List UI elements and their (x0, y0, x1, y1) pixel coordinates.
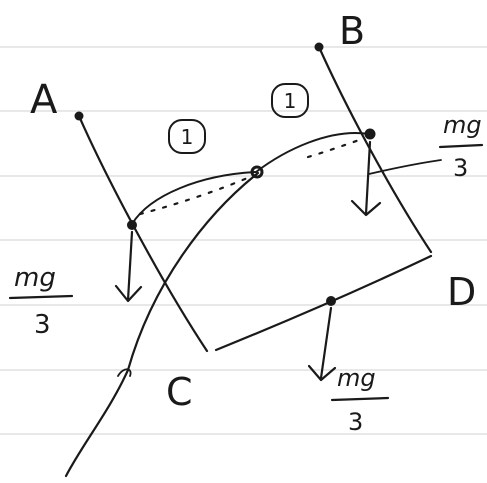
length-label-left: 1 (168, 119, 206, 154)
rod-c-d (214, 254, 433, 352)
string-arc-right (255, 132, 370, 173)
force-numerator: mg (14, 263, 56, 293)
point-label-c: C (166, 370, 193, 414)
force-arrow-left (114, 230, 143, 303)
joint-left (127, 220, 137, 230)
force-denominator: 3 (34, 310, 51, 340)
point-label-b: B (339, 9, 365, 53)
point-label-a: A (30, 77, 58, 123)
joint-middle (250, 165, 264, 179)
label-leader (368, 159, 442, 175)
end-point-a (74, 111, 84, 121)
label-circle (168, 119, 206, 154)
force-denominator: 3 (453, 154, 468, 182)
label-text: 1 (284, 89, 297, 113)
rod-b-d (317, 45, 433, 254)
arrow-head (350, 199, 382, 217)
rod-a-c (77, 114, 209, 353)
force-numerator: mg (443, 111, 482, 139)
point-label-d: D (447, 270, 476, 314)
label-circle (271, 83, 309, 118)
label-text: 1 (181, 125, 194, 149)
arrow-shaft (126, 230, 134, 302)
force-label-bottom: mg 3 (330, 364, 390, 436)
dotted-chord-right (306, 137, 364, 159)
string-arc-left (131, 171, 257, 225)
arrow-shaft (364, 140, 372, 216)
length-label-right: 1 (271, 83, 309, 118)
fraction-bar (8, 294, 74, 300)
force-arrow-bottom (307, 306, 337, 382)
dotted-chord-left (138, 174, 254, 216)
joint-right (364, 128, 376, 140)
ruled-lines (0, 46, 487, 435)
arrow-head (307, 364, 337, 382)
force-denominator: 3 (348, 408, 363, 436)
force-label-right: mg 3 (438, 111, 484, 182)
joint-bottom (326, 296, 336, 306)
fraction-bar (330, 396, 390, 402)
arrow-head (114, 284, 143, 303)
force-label-left: mg 3 (8, 263, 74, 340)
fraction-bar (438, 143, 484, 149)
force-arrow-right (350, 140, 382, 217)
force-numerator: mg (337, 364, 376, 392)
arrow-shaft (319, 306, 333, 380)
end-point-b (314, 42, 324, 52)
cross-curve (64, 171, 260, 478)
curve-mark (117, 368, 132, 377)
